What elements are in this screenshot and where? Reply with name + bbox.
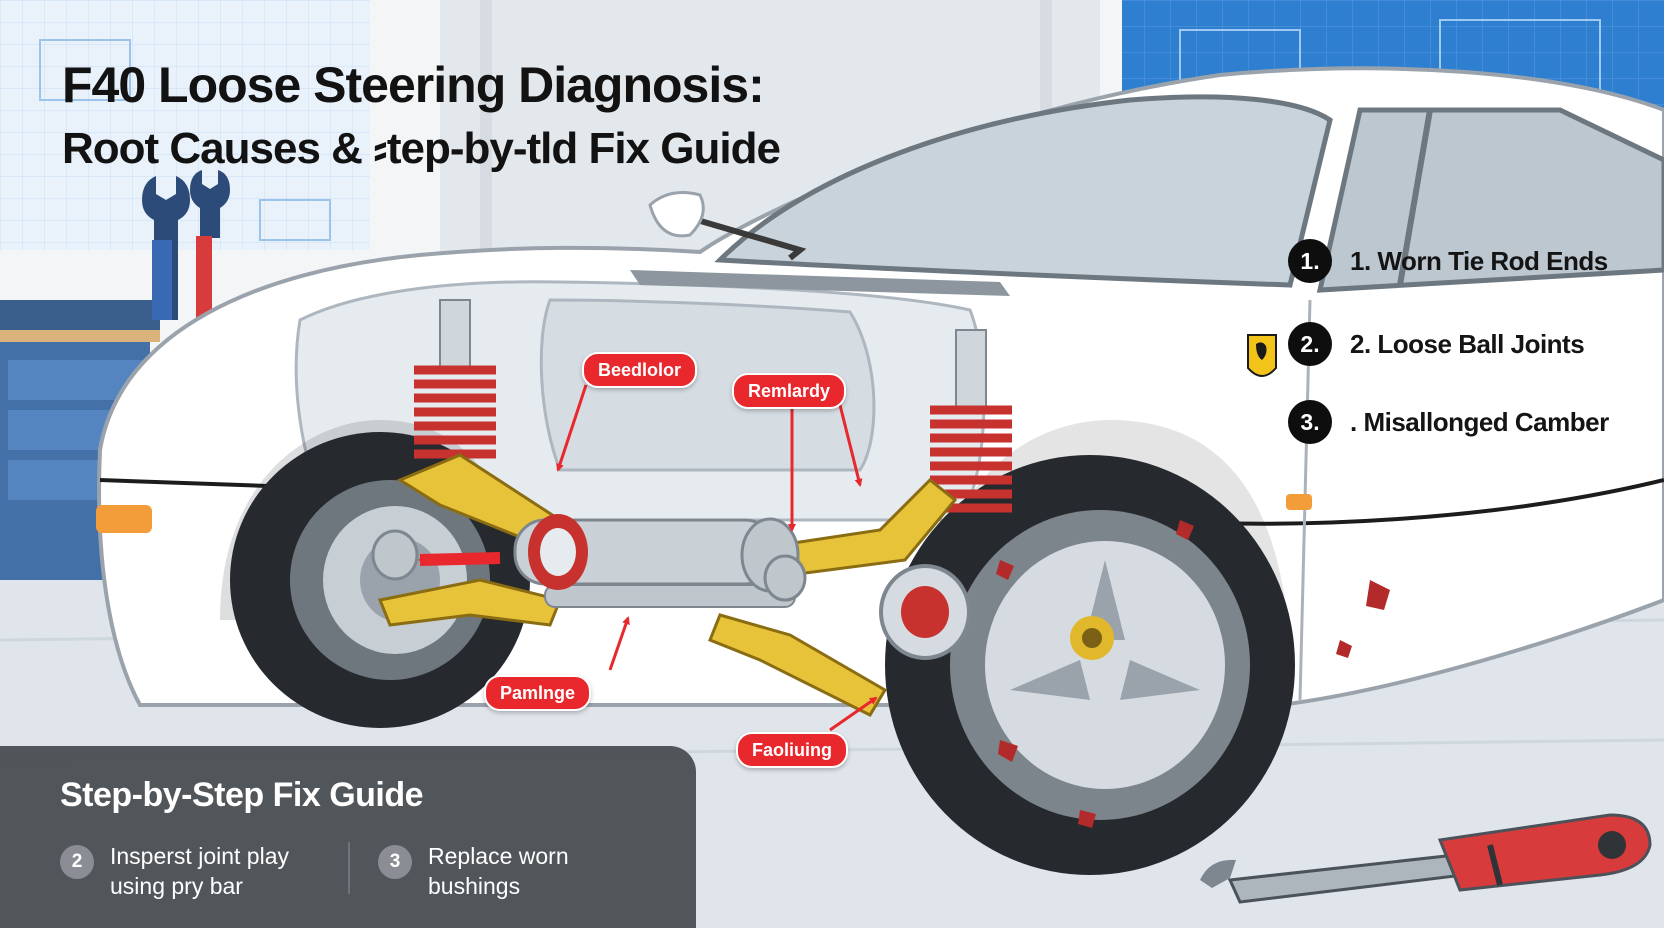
cause-item-3: 3. . Misallonged Camber: [1288, 398, 1609, 446]
wrench-icon: [142, 176, 190, 320]
fix-guide-panel: Step-by-Step Fix Guide 2 Insperst joint …: [0, 746, 696, 928]
step-number-badge: 3: [378, 845, 412, 879]
control-arms: [377, 453, 958, 717]
ferrari-badge-icon: [1247, 334, 1277, 377]
callout-arrows: [418, 384, 878, 732]
callout-tag: Remlardy: [732, 373, 847, 409]
step-number-badge: 2: [60, 845, 94, 879]
step-text: Replace worn bushings: [428, 843, 569, 899]
page-title: F40 Loose Steering Diagnosis:: [62, 57, 765, 113]
torque-wrench-icon: [1200, 813, 1652, 904]
cause-item-2: 2. 2. Loose Ball Joints: [1288, 320, 1585, 368]
fix-step: 2 Insperst joint play using pry bar: [60, 841, 310, 901]
front-wheel-right: [885, 455, 1295, 875]
callout-tag: Pamlnge: [484, 675, 592, 711]
cause-number-badge: 1.: [1288, 239, 1332, 283]
cause-label: 2. Loose Ball Joints: [1350, 328, 1585, 359]
steering-rack: [371, 514, 971, 660]
screwdriver-icon: [190, 170, 230, 326]
coil-spring-left: [414, 299, 496, 459]
step-text: Insperst joint play using pry bar: [110, 843, 289, 899]
cause-item-1: 1. 1. Worn Tie Rod Ends: [1288, 237, 1608, 285]
page-subtitle: Root Causes & ⸗tep-by-tld Fix Guide: [62, 124, 781, 173]
cause-number-badge: 2.: [1288, 322, 1332, 366]
callout-tag: Faoliuing: [736, 732, 848, 768]
fix-guide-title: Step-by-Step Fix Guide: [60, 776, 424, 814]
cause-number-badge: 3.: [1288, 400, 1332, 444]
fix-step: 3 Replace worn bushings: [378, 841, 628, 901]
cause-label: 1. Worn Tie Rod Ends: [1350, 245, 1608, 276]
callout-tag: Beedlolor: [582, 352, 698, 388]
step-divider: [348, 842, 350, 894]
cause-label: . Misallonged Camber: [1350, 406, 1609, 437]
